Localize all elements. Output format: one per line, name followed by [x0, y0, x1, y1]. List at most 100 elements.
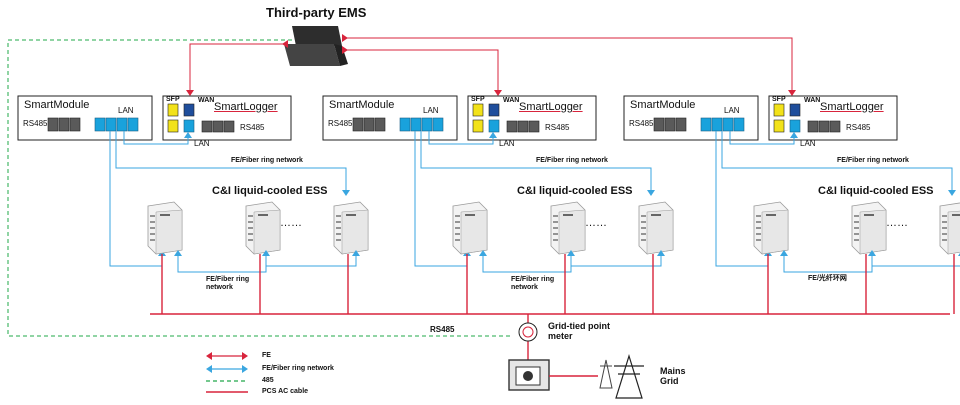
transformer-icon-symbol	[523, 371, 533, 381]
group-2-smartlogger-lan-port	[488, 119, 500, 133]
group-1-ring-ess-arrow-1	[262, 250, 270, 256]
group-2-ess-cabinet-logo	[563, 214, 573, 216]
group-2-ess-cabinet-face	[460, 209, 488, 255]
group-2-smartmodule-rs485-port	[352, 117, 364, 132]
group-3-smartmodule-lan-port	[711, 117, 723, 132]
group-2-smartmodule-title: SmartModule	[329, 99, 395, 111]
group-2-smartlogger-wan-port	[488, 103, 500, 117]
group-3-smartlogger-title: SmartLogger	[820, 101, 884, 113]
group-1-smartlogger-rs485-port	[201, 120, 213, 133]
group-3-smartlogger-wan-port	[789, 103, 801, 117]
group-3-ess-ellipsis: ……	[886, 217, 908, 229]
group-1-ring-label: FE/Fiber ring network	[231, 157, 303, 164]
group-3-ring-ess-link-1	[783, 252, 873, 273]
group-3-smartmodule-rs485-port	[664, 117, 676, 132]
grid-tower-icon	[615, 353, 643, 399]
group-3-smartmodule-lan-port	[700, 117, 712, 132]
group-3-bottom-ring-label: FE/光纤环网	[808, 275, 847, 282]
rs485-bus-label: RS485	[430, 325, 455, 334]
group-3-lan-link-arrow	[790, 132, 798, 138]
group-1-lan-link-label: LAN	[194, 139, 210, 148]
group-2-ring-ess-arrow-2	[657, 250, 665, 256]
group-2-smartmodule-rs485-port	[374, 117, 386, 132]
group-2-smartmodule-lan-port	[410, 117, 422, 132]
group-3-ring-ess-arrow-1b	[780, 250, 788, 256]
group-1-smartlogger-sfp-label: SFP	[166, 96, 180, 103]
meter-icon	[518, 322, 538, 342]
group-3-smartlogger-lan-port	[789, 119, 801, 133]
group-3-ring-top-line	[721, 131, 953, 194]
group-3-smartmodule-rs485-label: RS485	[629, 119, 654, 128]
legend-ring-arrow-right	[242, 365, 248, 373]
group-3-smartmodule-rs485-port	[675, 117, 687, 132]
group-3-ess-cabinet-logo	[864, 214, 874, 216]
group-1-ess-cabinet-face	[253, 209, 281, 255]
legend-label-rs485: 485	[262, 377, 274, 384]
group-2-ess-cabinet-face	[646, 209, 674, 255]
group-3-smartlogger-sfp-label: SFP	[772, 96, 786, 103]
group-3-smartmodule-rs485-port	[653, 117, 665, 132]
group-3-smartlogger-sfp-port	[773, 119, 785, 133]
group-3-ess-cabinet-face	[761, 209, 789, 255]
group-2-smartlogger-rs485-label: RS485	[545, 123, 570, 132]
group-1-ring-top-line	[115, 131, 347, 194]
group-1-smartlogger-rs485-label: RS485	[240, 123, 265, 132]
group-2-smartmodule-lan-port	[399, 117, 411, 132]
group-1-smartlogger-title: SmartLogger	[214, 101, 278, 113]
group-2-ring-ess-link-2	[571, 252, 662, 267]
group-1-smartmodule-lan-port	[116, 117, 128, 132]
group-2-ring-top-arrow	[647, 190, 655, 196]
group-3-ess-title: C&I liquid-cooled ESS	[818, 185, 934, 197]
group-2-ring-top-line	[420, 131, 652, 194]
group-3-smartlogger-rs485-port	[818, 120, 830, 133]
group-1-smartlogger-sfp-port	[167, 119, 179, 133]
group-1-smartmodule-rs485-port	[69, 117, 81, 132]
group-2-smartlogger-title: SmartLogger	[519, 101, 583, 113]
group-2-smartmodule-rs485-port	[363, 117, 375, 132]
group-1-ess-cabinet-logo	[346, 214, 356, 216]
ems-arrow-right-2	[342, 46, 348, 54]
group-2-smartmodule-rs485-label: RS485	[328, 119, 353, 128]
legend-label-ring: FE/Fiber ring network	[262, 365, 334, 372]
ems-device-top	[292, 26, 342, 46]
legend-label-pcs: PCS AC cable	[262, 388, 309, 395]
group-3-ring-label: FE/Fiber ring network	[837, 157, 909, 164]
group-3-ring-ess-arrow-1	[868, 250, 876, 256]
group-2-smartmodule-lan-port	[432, 117, 444, 132]
group-3-smartlogger-wan-label: WAN	[804, 97, 821, 104]
group-2-smartmodule-lan-label: LAN	[423, 106, 439, 115]
group-1-smartlogger-wan-label: WAN	[198, 97, 215, 104]
group-3-smartmodule-title: SmartModule	[630, 99, 696, 111]
ems-link-line-3	[342, 37, 793, 90]
group-2-ring-ess-arrow-1	[567, 250, 575, 256]
group-2-ring-label: FE/Fiber ring network	[536, 157, 608, 164]
group-1-ess-cabinet-logo	[160, 214, 170, 216]
group-2-ess-cabinet-logo	[465, 214, 475, 216]
group-1-smartmodule-lan-port	[105, 117, 117, 132]
group-1-ring-ess-link-1	[177, 252, 267, 273]
group-1-smartlogger-box	[162, 95, 292, 141]
group-2-ess-cabinet-face	[558, 209, 586, 255]
group-2-smartlogger-sfp-port	[472, 103, 484, 117]
group-3-ess-cabinet-logo	[952, 214, 960, 216]
group-1-lan-link-arrow	[184, 132, 192, 138]
group-2-smartlogger-box	[467, 95, 597, 141]
meter-icon-inner	[522, 326, 534, 338]
group-1-smartlogger-rs485-port	[212, 120, 224, 133]
group-1-smartmodule-lan-port	[94, 117, 106, 132]
group-3-ess-cabinet-logo	[766, 214, 776, 216]
group-3-smartlogger-rs485-label: RS485	[846, 123, 871, 132]
group-2-smartlogger-rs485-port	[528, 120, 540, 133]
group-2-ess-title: C&I liquid-cooled ESS	[517, 185, 633, 197]
group-3-ess-cabinet-face	[859, 209, 887, 255]
group-1-smartmodule-rs485-label: RS485	[23, 119, 48, 128]
group-2-ess-ellipsis: ……	[585, 217, 607, 229]
ems-link-arrow-down-3	[788, 90, 796, 96]
ems-arrow-right-3	[342, 34, 348, 42]
group-3-smartmodule-lan-port	[722, 117, 734, 132]
